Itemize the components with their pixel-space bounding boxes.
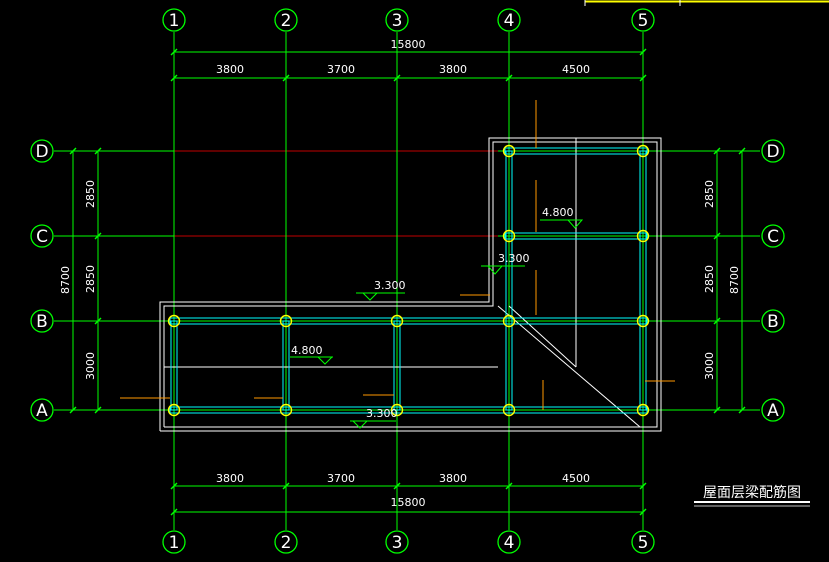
bottom-span-2-3: 3700 [327,472,355,485]
building-outline [159,137,662,432]
axis-bubble-3-top [385,8,409,32]
axis-label-d-left: D [35,142,48,162]
axis-bubble-a-right [761,398,785,422]
axis-label-b-right: B [767,312,779,332]
axis-label-2-bottom: 2 [281,533,292,553]
cad-toolbar-fragment [584,0,829,6]
rebar-marks [120,100,675,410]
top-span-3-4: 3800 [439,63,467,76]
axis-bubble-1-bottom [162,530,186,554]
right-span-b-a: 3000 [703,352,716,380]
right-dimensions: 2850 2850 3000 8700 [703,180,741,380]
axis-bubbles-right: D C B A [761,139,785,422]
axis-label-d-right: D [766,142,779,162]
top-span-2-3: 3700 [327,63,355,76]
axis-label-a-right: A [767,401,779,421]
axis-label-5-top: 5 [638,11,649,31]
axis-bubbles-left: D C B A [30,139,54,422]
axis-label-a-left: A [36,401,48,421]
axis-bubble-b-right [761,309,785,333]
axis-bubble-4-top [497,8,521,32]
left-total-dimension: 8700 [59,266,72,294]
elevation-label-mid-right: 3.300 [498,252,530,265]
elevation-label-mid-left: 3.300 [374,279,406,292]
right-span-c-b: 2850 [703,265,716,293]
axis-bubble-1-top [162,8,186,32]
axis-bubble-2-bottom [274,530,298,554]
dimension-lines [72,51,743,513]
axis-label-c-right: C [767,227,779,247]
axis-label-3-top: 3 [392,11,403,31]
axis-label-c-left: C [36,227,48,247]
bottom-span-3-4: 3800 [439,472,467,485]
axis-bubble-3-bottom [385,530,409,554]
axis-label-1-top: 1 [169,11,180,31]
top-dimensions: 15800 3800 3700 3800 4500 [216,38,590,76]
elevation-label-lower-left: 4.800 [291,344,323,357]
axis-bubble-5-top [631,8,655,32]
axis-label-5-bottom: 5 [638,533,649,553]
top-span-1-2: 3800 [216,63,244,76]
axis-bubbles-top: 1 2 3 4 5 [162,8,655,32]
bottom-span-4-5: 4500 [562,472,590,485]
top-total-dimension: 15800 [391,38,426,51]
axis-bubble-c-left [30,224,54,248]
top-span-4-5: 4500 [562,63,590,76]
grid-lines [54,32,760,530]
hidden-lines [173,150,498,305]
axis-label-b-left: B [36,312,48,332]
right-total-dimension: 8700 [728,266,741,294]
left-span-c-b: 2850 [84,265,97,293]
left-dimensions: 8700 2850 2850 3000 [59,180,97,380]
axis-bubble-a-left [30,398,54,422]
left-span-d-c: 2850 [84,180,97,208]
axis-label-2-top: 2 [281,11,292,31]
dimension-ticks [69,48,746,516]
elevation-label-bottom: 3.300 [366,407,398,420]
axis-bubble-d-left [30,139,54,163]
axis-bubble-d-right [761,139,785,163]
bottom-total-dimension: 15800 [391,496,426,509]
columns [167,144,650,417]
drawing-title-block: 屋面层梁配筋图 [694,484,810,507]
drawing-title: 屋面层梁配筋图 [703,484,801,501]
axis-label-1-bottom: 1 [169,533,180,553]
axis-bubble-5-bottom [631,530,655,554]
axis-label-3-bottom: 3 [392,533,403,553]
axis-bubble-c-right [761,224,785,248]
axis-label-4-bottom: 4 [504,533,515,553]
elevation-label-upper-right: 4.800 [542,206,574,219]
axis-bubble-4-bottom [497,530,521,554]
axis-bubble-b-left [30,309,54,333]
left-span-b-a: 3000 [84,352,97,380]
bottom-dimensions: 3800 3700 3800 4500 15800 [216,472,590,509]
beams [169,147,648,414]
axis-bubble-2-top [274,8,298,32]
axis-label-4-top: 4 [504,11,515,31]
bottom-span-1-2: 3800 [216,472,244,485]
axis-bubbles-bottom: 1 2 3 4 5 [162,530,655,554]
elevation-markers: 4.800 3.300 3.300 4.800 3.300 [290,206,584,429]
right-span-d-c: 2850 [703,180,716,208]
